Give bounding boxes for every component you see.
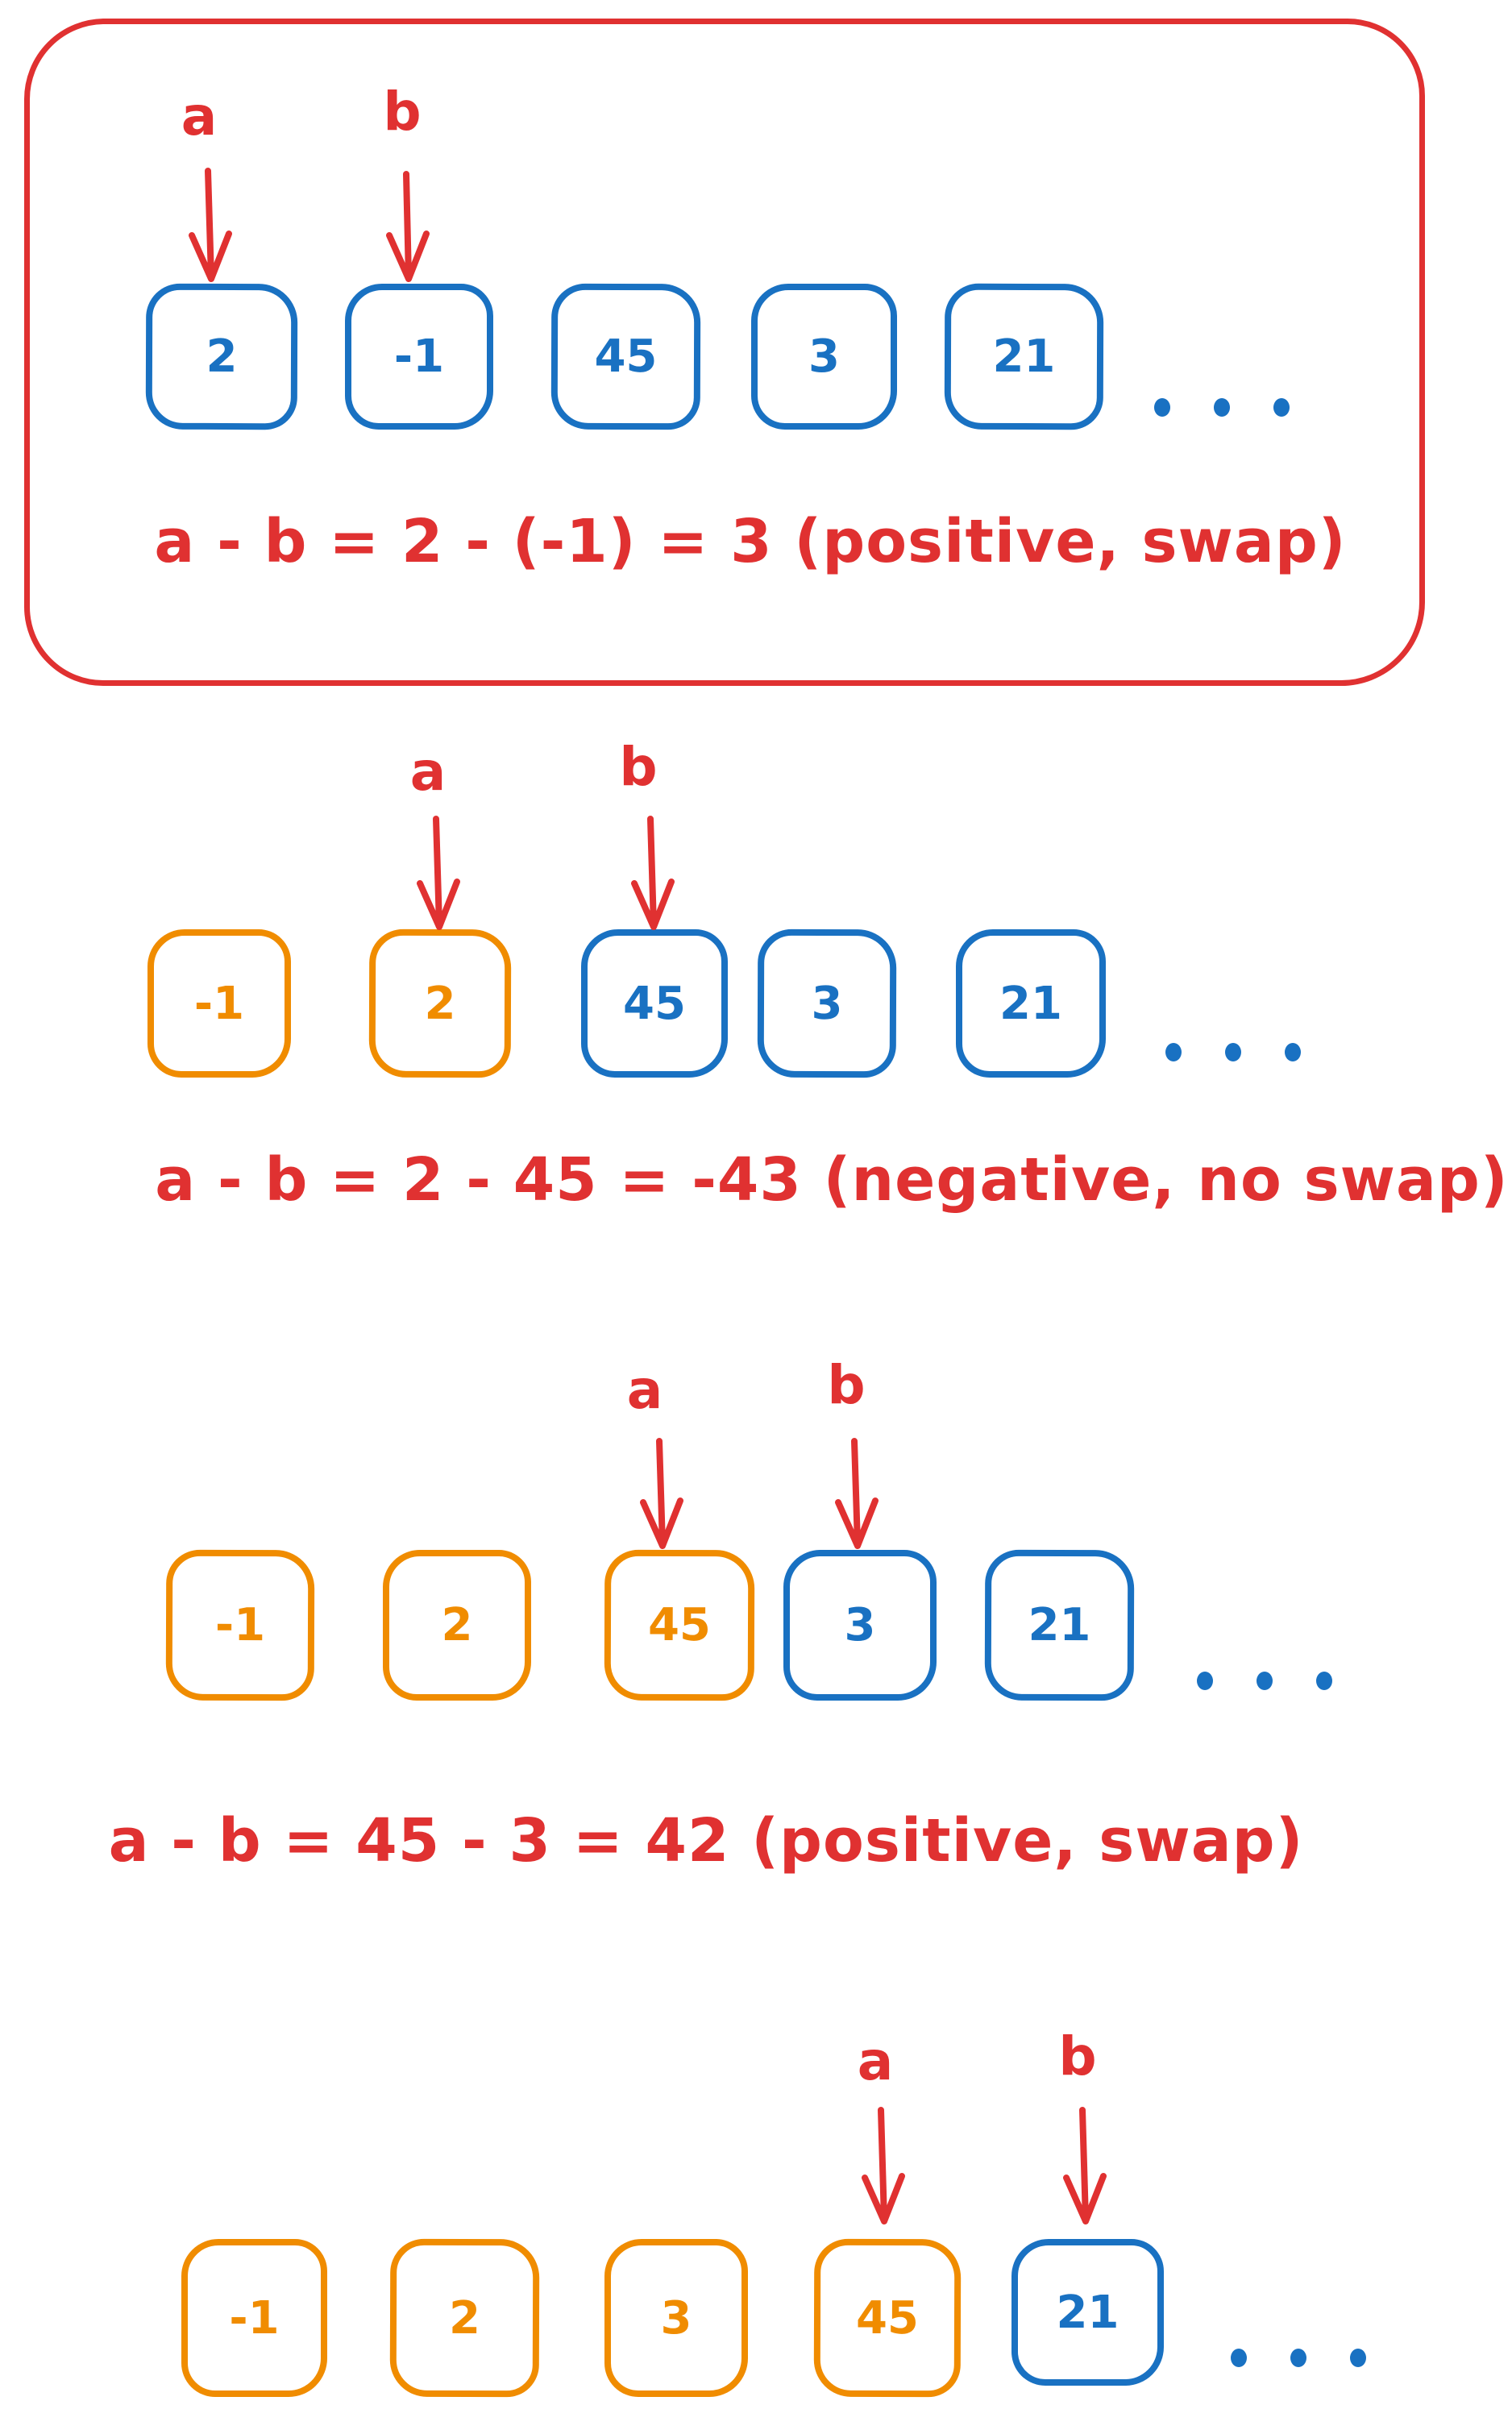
cell-value: 3: [808, 330, 840, 383]
step1-highlight-frame: [24, 19, 1425, 686]
arrow-b-icon: [1063, 2107, 1107, 2224]
ellipsis-dots: [1154, 398, 1290, 417]
cell-value: -1: [193, 977, 245, 1030]
array-cell: -1: [181, 2239, 327, 2397]
cell-value: 45: [623, 977, 686, 1030]
step1-equation: a - b = 2 - (-1) = 3 (positive, swap): [154, 507, 1347, 576]
cell-value: 21: [999, 977, 1062, 1030]
arrow-b-icon: [631, 816, 675, 930]
ellipsis-dots: [1165, 1043, 1301, 1061]
ellipsis-dot: [1197, 1672, 1213, 1690]
cell-value: -1: [229, 2291, 280, 2345]
array-cell: 21: [956, 929, 1106, 1078]
ellipsis-dot: [1316, 1672, 1332, 1690]
array-cell: 3: [604, 2239, 748, 2397]
cell-value: 2: [206, 330, 238, 384]
cell-value: 45: [647, 1598, 712, 1652]
cell-value: 21: [1028, 1598, 1091, 1652]
array-cell: -1: [345, 284, 493, 430]
array-cell: 21: [984, 1549, 1135, 1701]
array-cell: 2: [145, 283, 298, 430]
ellipsis-dot: [1257, 1672, 1273, 1690]
cell-value: 45: [855, 2291, 920, 2345]
cell-value: 21: [1056, 2286, 1119, 2339]
pointer-a-label: a: [626, 1359, 663, 1421]
pointer-b-label: b: [619, 736, 658, 798]
pointer-a-label: a: [181, 85, 218, 147]
array-cell: -1: [165, 1549, 315, 1701]
pointer-a-label: a: [409, 741, 447, 803]
ellipsis-dot: [1285, 1043, 1301, 1061]
ellipsis-dot: [1231, 2349, 1247, 2367]
ellipsis-dot: [1154, 398, 1170, 417]
step2-equation: a - b = 2 - 45 = -43 (negative, no swap): [155, 1145, 1509, 1215]
array-cell: 2: [383, 1550, 531, 1701]
ellipsis-dot: [1273, 398, 1290, 417]
pointer-a-label: a: [857, 2030, 894, 2092]
pointer-b-label: b: [383, 81, 422, 143]
cell-value: 2: [441, 1599, 473, 1651]
step3-equation: a - b = 45 - 3 = 42 (positive, swap): [108, 1806, 1304, 1875]
pointer-b-label: b: [827, 1354, 866, 1416]
cell-value: 3: [844, 1599, 876, 1651]
ellipsis-dots: [1231, 2349, 1366, 2367]
array-cell: 3: [783, 1550, 937, 1701]
ellipsis-dots: [1197, 1672, 1332, 1690]
array-cell: 3: [751, 284, 897, 430]
ellipsis-dot: [1214, 398, 1230, 417]
array-cell: 3: [757, 928, 897, 1078]
cell-value: 3: [660, 2291, 692, 2345]
array-cell: 45: [581, 929, 728, 1078]
array-cell: 45: [813, 2238, 962, 2398]
cell-value: 2: [448, 2291, 481, 2345]
array-cell: 45: [550, 283, 701, 430]
ellipsis-dot: [1225, 1043, 1241, 1061]
array-cell: 21: [1011, 2239, 1164, 2386]
array-cell: 2: [368, 928, 512, 1078]
cell-value: -1: [393, 330, 445, 383]
cell-value: -1: [214, 1598, 266, 1652]
arrow-a-icon: [417, 816, 460, 930]
ellipsis-dot: [1165, 1043, 1182, 1061]
cell-value: 21: [992, 330, 1056, 384]
ellipsis-dot: [1290, 2349, 1306, 2367]
array-cell: 21: [944, 283, 1104, 430]
arrow-a-icon: [862, 2107, 905, 2224]
arrow-a-icon: [640, 1438, 683, 1549]
arrow-b-icon: [835, 1438, 879, 1549]
array-cell: 2: [389, 2238, 540, 2398]
cell-value: 3: [811, 977, 843, 1030]
cell-value: 45: [594, 330, 658, 384]
array-cell: 45: [604, 1549, 755, 1701]
cell-value: 2: [424, 977, 456, 1030]
ellipsis-dot: [1350, 2349, 1366, 2367]
array-cell: -1: [147, 929, 291, 1078]
pointer-b-label: b: [1058, 2025, 1097, 2087]
